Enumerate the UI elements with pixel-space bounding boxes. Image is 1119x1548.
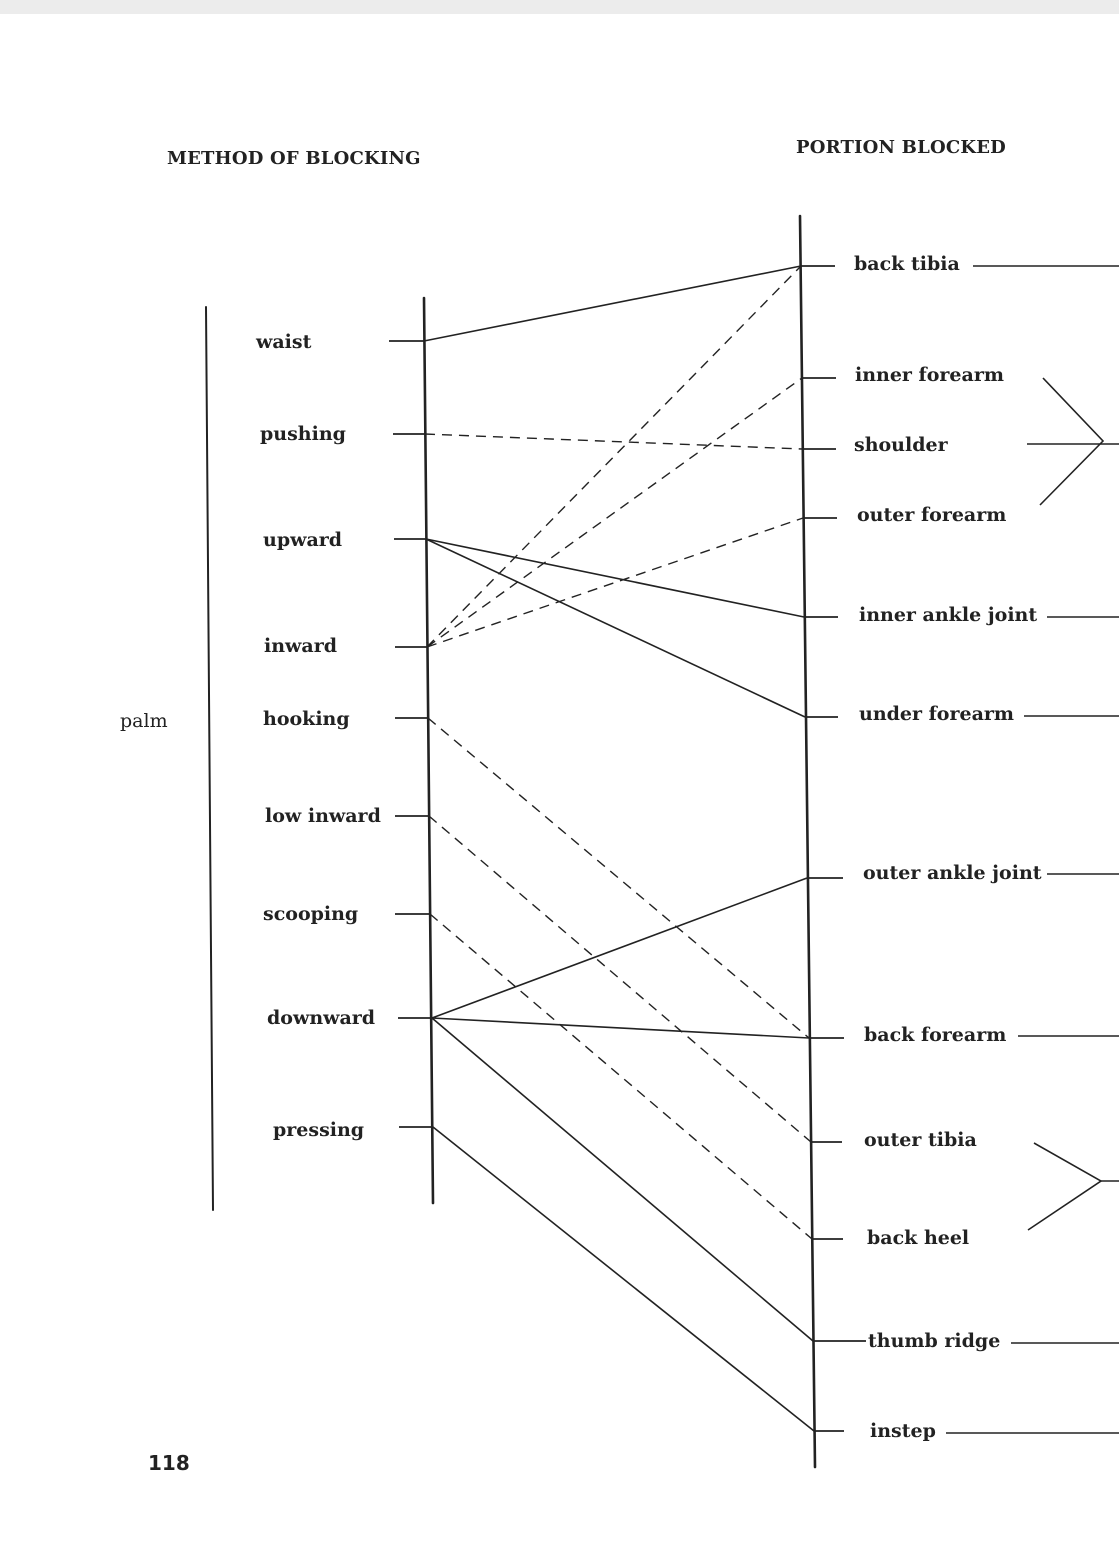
connection-inward-to-outer-forearm bbox=[426, 517, 804, 648]
portion-label-outer-ankle-joint: outer ankle joint bbox=[863, 862, 1042, 884]
method-label-inward: inward bbox=[264, 635, 337, 657]
method-label-waist: waist bbox=[256, 331, 312, 353]
portion-axis-line bbox=[798, 214, 817, 1469]
portion-label-inner-forearm: inner forearm bbox=[855, 364, 1004, 386]
connection-waist-to-back-tibia bbox=[423, 265, 802, 342]
connection-hooking-to-back-forearm bbox=[427, 717, 810, 1039]
page-number: 118 bbox=[148, 1451, 190, 1475]
portion-label-inner-ankle-joint: inner ankle joint bbox=[859, 604, 1038, 626]
portion-label-shoulder: shoulder bbox=[854, 434, 948, 456]
connection-downward-to-thumb-ridge bbox=[431, 1017, 814, 1342]
portion-heading: PORTION BLOCKED bbox=[796, 137, 1006, 158]
method-label-low-inward: low inward bbox=[265, 805, 381, 827]
connection-pressing-to-instep bbox=[432, 1126, 815, 1432]
palm-bracket-line bbox=[205, 306, 214, 1211]
portion-label-back-tibia: back tibia bbox=[854, 253, 960, 275]
connection-downward-to-back-forearm bbox=[431, 1017, 810, 1039]
offpage-connectors bbox=[946, 265, 1119, 1434]
method-label-pushing: pushing bbox=[260, 423, 346, 445]
connection-inward-to-inner-forearm bbox=[426, 377, 803, 648]
connection-scooping-to-back-heel bbox=[429, 913, 813, 1240]
connection-upward-to-inner-ankle-joint bbox=[425, 538, 805, 618]
method-label-scooping: scooping bbox=[263, 903, 359, 925]
portion-label-under-forearm: under forearm bbox=[859, 703, 1014, 725]
portion-label-outer-tibia: outer tibia bbox=[864, 1129, 977, 1151]
method-heading: METHOD OF BLOCKING bbox=[167, 148, 421, 169]
scan-edge bbox=[0, 0, 1119, 14]
group-label-palm: palm bbox=[120, 710, 168, 732]
connection-pushing-to-shoulder bbox=[424, 433, 803, 450]
portion-label-back-forearm: back forearm bbox=[864, 1024, 1007, 1046]
connection-inward-to-back-tibia bbox=[426, 265, 802, 648]
method-axis-line bbox=[422, 296, 435, 1205]
portion-label-thumb-ridge: thumb ridge bbox=[868, 1330, 1001, 1352]
method-label-upward: upward bbox=[263, 529, 343, 551]
chevron-forearm-group bbox=[1039, 377, 1105, 506]
chevron-heel-group bbox=[1027, 1142, 1103, 1231]
connection-upward-to-under-forearm bbox=[425, 538, 806, 718]
portion-label-back-heel: back heel bbox=[867, 1227, 970, 1249]
method-label-pressing: pressing bbox=[273, 1119, 365, 1141]
method-label-hooking: hooking bbox=[263, 708, 350, 730]
method-label-downward: downward bbox=[267, 1007, 376, 1029]
portion-label-outer-forearm: outer forearm bbox=[857, 504, 1007, 526]
connection-downward-to-outer-ankle-joint bbox=[431, 877, 808, 1019]
portion-label-instep: instep bbox=[870, 1420, 936, 1442]
connection-low-inward-to-outer-tibia bbox=[428, 815, 812, 1143]
